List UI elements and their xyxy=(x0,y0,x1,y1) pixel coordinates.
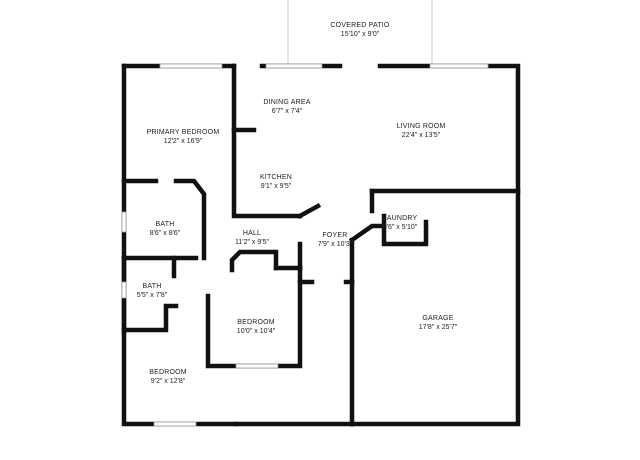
room-name: FOYER xyxy=(322,232,348,239)
room-dimensions: 10'0" x 10'4" xyxy=(236,328,276,335)
room-label-living-room: LIVING ROOM 22'4" x 13'5" xyxy=(397,122,446,140)
room-name: KITCHEN xyxy=(259,174,293,181)
room-name: BEDROOM xyxy=(237,319,275,326)
room-label-bedroom: BEDROOM 10'0" x 10'4" xyxy=(237,318,275,336)
room-name: BATH xyxy=(155,221,175,228)
room-label-foyer: FOYER 7'9" x 10'3" xyxy=(318,231,353,249)
room-name: BEDROOM xyxy=(149,369,187,376)
room-label-bedroom: BEDROOM 9'2" x 12'8" xyxy=(149,368,187,386)
room-label-dining-area: DINING AREA 6'7" x 7'4" xyxy=(263,98,310,116)
room-label-bath: BATH 8'6" x 8'6" xyxy=(150,220,181,238)
room-label-laundry: LAUNDRY 5'6" x 5'10" xyxy=(383,214,418,232)
room-name: PRIMARY BEDROOM xyxy=(146,129,220,136)
room-label-primary-bedroom: PRIMARY BEDROOM 12'2" x 16'9" xyxy=(147,128,220,146)
room-dimensions: 9'1" x 9'5" xyxy=(260,183,292,190)
room-label-bath: BATH 5'5" x 7'8" xyxy=(137,282,168,300)
room-dimensions: 11'2" x 9'5" xyxy=(235,239,269,246)
room-label-kitchen: KITCHEN 9'1" x 9'5" xyxy=(260,173,292,191)
room-dimensions: 7'9" x 10'3" xyxy=(317,241,353,248)
room-label-garage: GARAGE 17'8" x 25'7" xyxy=(419,314,457,332)
room-label-covered-patio: COVERED PATIO 15'10" x 9'0" xyxy=(330,21,389,39)
room-name: LIVING ROOM xyxy=(396,123,446,130)
room-dimensions: 22'4" x 13'5" xyxy=(401,132,441,139)
room-label-hall: HALL 11'2" x 9'5" xyxy=(235,229,269,247)
room-name: LAUNDRY xyxy=(382,215,418,222)
room-name: DINING AREA xyxy=(263,99,311,106)
patio-outline xyxy=(287,0,433,66)
room-dimensions: 15'10" x 9'0" xyxy=(340,31,380,38)
room-dimensions: 9'2" x 12'8" xyxy=(150,378,186,385)
room-dimensions: 5'5" x 7'8" xyxy=(136,292,168,299)
room-name: COVERED PATIO xyxy=(330,22,390,29)
room-dimensions: 8'6" x 8'6" xyxy=(149,230,181,237)
room-dimensions: 6'7" x 7'4" xyxy=(271,108,303,115)
room-name: HALL xyxy=(242,230,262,237)
room-dimensions: 17'8" x 25'7" xyxy=(418,324,458,331)
room-dimensions: 5'6" x 5'10" xyxy=(382,224,418,231)
windows xyxy=(121,63,489,427)
room-name: BATH xyxy=(142,283,162,290)
room-dimensions: 12'2" x 16'9" xyxy=(163,138,203,145)
room-name: GARAGE xyxy=(422,315,454,322)
